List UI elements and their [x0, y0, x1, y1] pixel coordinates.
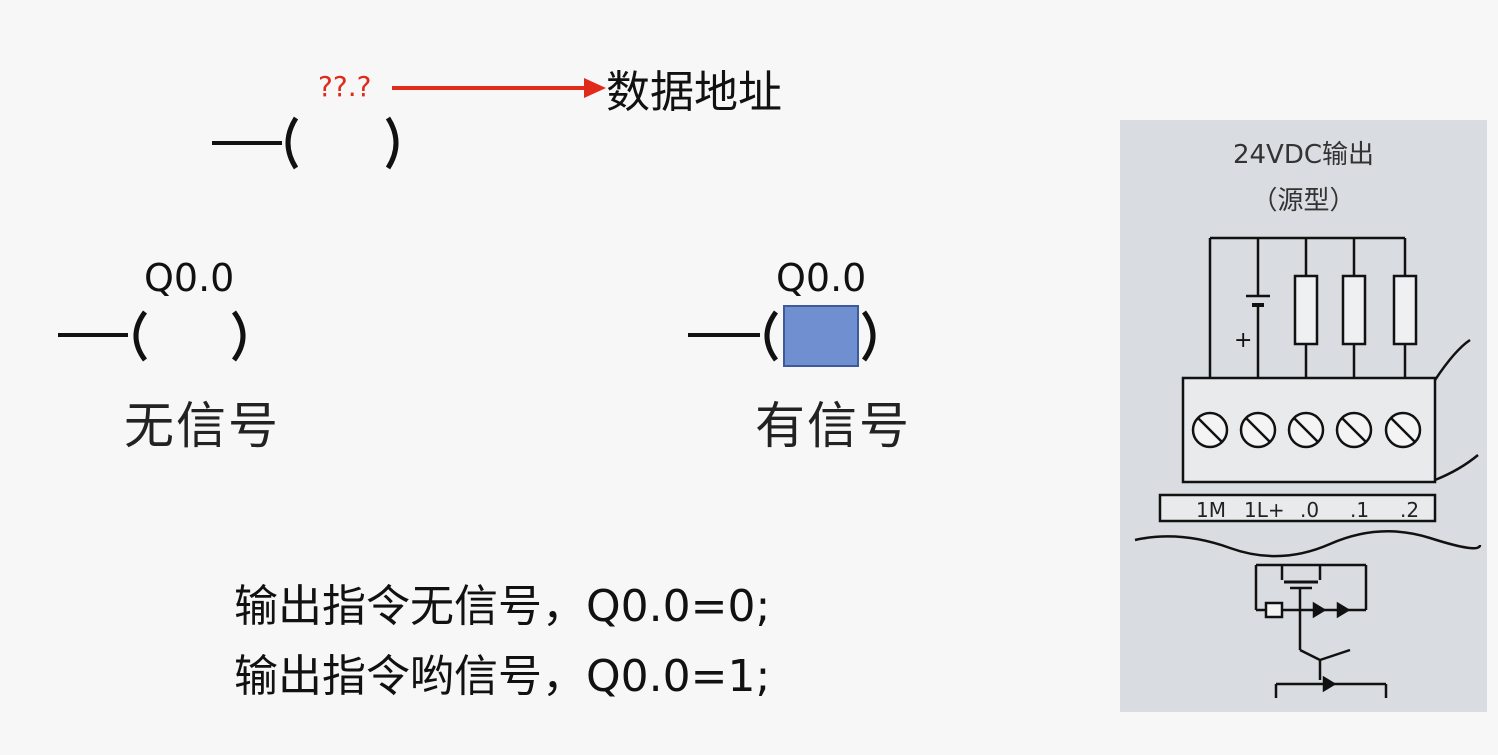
battery-plus-sign: +: [1234, 328, 1253, 353]
terminal-label-1: .1: [1350, 498, 1370, 522]
module-title: 24VDC输出: [1232, 140, 1375, 170]
no-signal-label: 无信号: [124, 397, 280, 455]
module-schematic: [1134, 236, 1482, 698]
terminal-label-2: .2: [1400, 498, 1420, 522]
top-coil-right-paren: [385, 116, 399, 170]
module-subtitle: （源型）: [1251, 186, 1356, 216]
terminal-label-0: .0: [1300, 498, 1320, 522]
top-coil: [212, 116, 399, 170]
note-with-signal: 输出指令哟信号，Q0.0=1;: [234, 651, 771, 702]
coil-with-signal: [688, 305, 876, 367]
has-signal-label: 有信号: [755, 397, 911, 455]
address-arrow: [392, 78, 606, 98]
arrow-head-icon: [584, 78, 606, 98]
coil-no-signal-address: Q0.0: [144, 256, 235, 300]
coil-energized-fill: [783, 305, 859, 367]
data-address-label: 数据地址: [606, 67, 782, 118]
coil-with-signal-address: Q0.0: [776, 256, 867, 300]
note-no-signal: 输出指令无信号，Q0.0=0;: [234, 581, 771, 632]
top-coil-left-paren: [285, 116, 299, 170]
terminal-label-1l-plus: 1L+: [1244, 498, 1285, 522]
terminal-label-1m: 1M: [1196, 498, 1226, 522]
coil-no-signal: [58, 310, 246, 362]
coil-address-placeholder: ??.?: [318, 70, 372, 103]
terminal-screws: [1191, 411, 1422, 449]
